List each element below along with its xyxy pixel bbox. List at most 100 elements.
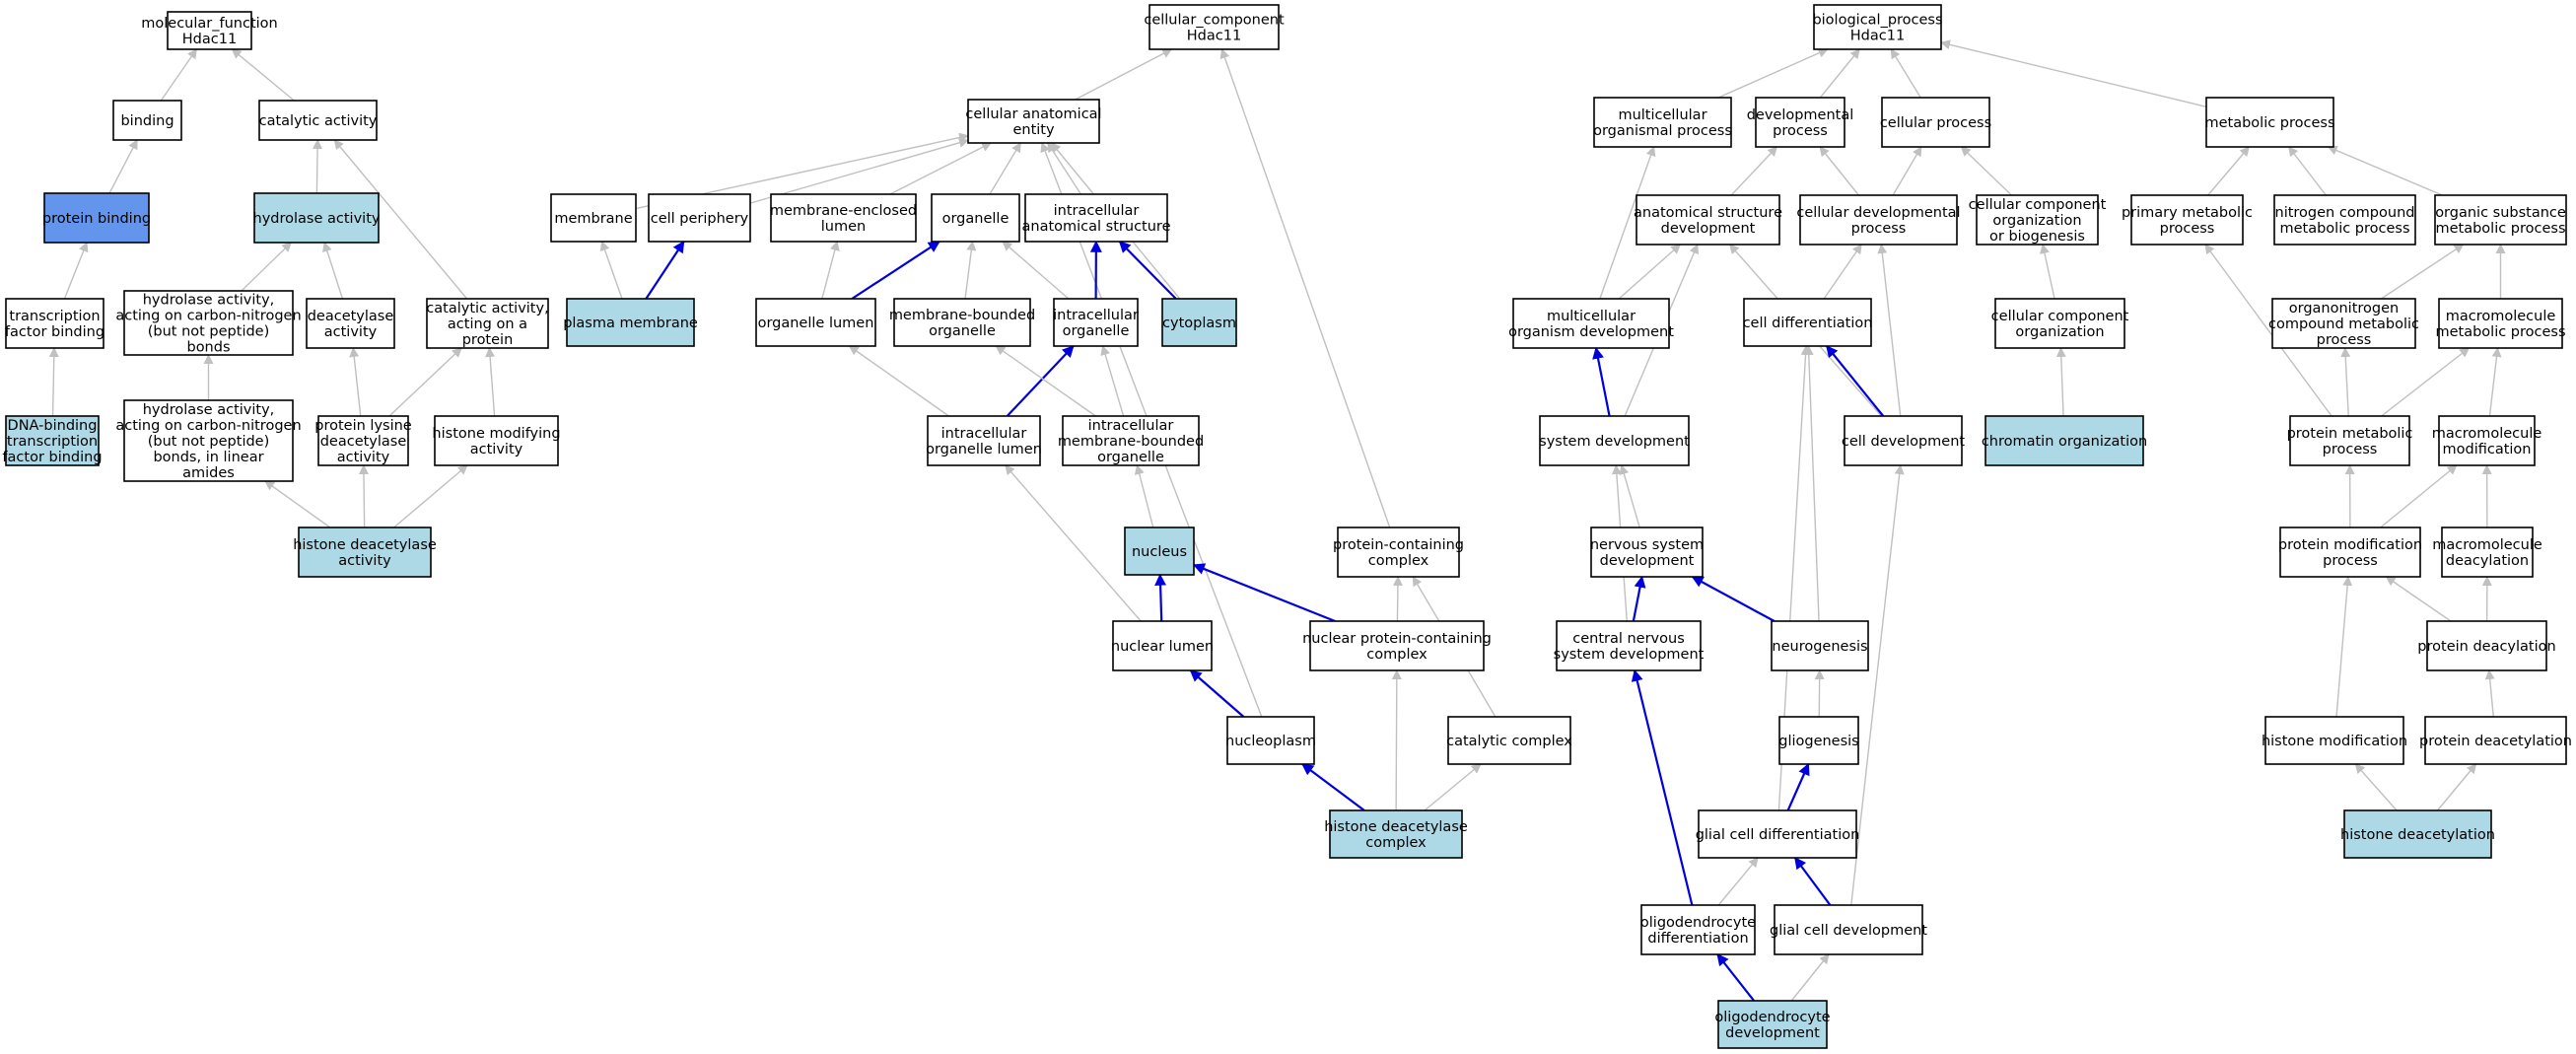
node-label-line: nucleoplasm xyxy=(1225,734,1316,749)
edge-oligodiff-to-glialdiff xyxy=(1717,857,1759,906)
node-label-line: nervous system xyxy=(1590,537,1704,553)
node-box xyxy=(1799,194,1958,246)
node-box xyxy=(1994,298,2125,349)
node-label-line: histone deacetylation xyxy=(2340,827,2495,843)
node-histdeacet[interactable]: histone deacetylation xyxy=(2340,809,2495,859)
node-cellproc[interactable]: cellular process xyxy=(1880,97,1991,148)
node-catalytic[interactable]: catalytic activity xyxy=(258,100,378,141)
node-label-line: membrane-bounded xyxy=(889,308,1035,323)
node-label-line: histone deacetylase xyxy=(1324,819,1468,835)
edge-orglumen-to-organelle xyxy=(851,241,940,300)
node-celldev[interactable]: cell development xyxy=(1842,415,1966,466)
edge-protdeacyl-to-protmod xyxy=(2385,576,2452,622)
node-histmod[interactable]: histone modification xyxy=(2262,716,2407,765)
node-hydrolin[interactable]: hydrolase activity,acting on carbon-nitr… xyxy=(115,399,302,482)
node-label-line: cellular component xyxy=(1969,197,2107,213)
node-box xyxy=(2343,809,2492,859)
node-glialdiff[interactable]: glial cell differentiation xyxy=(1696,809,1860,859)
node-binding[interactable]: binding xyxy=(112,100,182,141)
node-cytoplasm[interactable]: cytoplasm xyxy=(1161,298,1237,347)
edge-icorglumen-to-orglumen xyxy=(848,345,949,417)
node-label-line: protein modification xyxy=(2278,537,2422,553)
edge-tfbind-to-protbind xyxy=(63,242,89,300)
node-label-line: process xyxy=(2317,332,2372,348)
node-box xyxy=(893,298,1031,347)
node-label-line: protein-containing xyxy=(1333,537,1464,553)
node-chromorg[interactable]: chromatin organization xyxy=(1982,415,2147,466)
node-hydrocn[interactable]: hydrolase activity,acting on carbon-nitr… xyxy=(115,290,302,356)
edge-multidev-to-multiorg xyxy=(1599,146,1656,300)
node-cellper[interactable]: cell periphery xyxy=(648,193,751,243)
node-label-line: organelle xyxy=(942,211,1010,227)
node-label-line: complex xyxy=(1365,835,1427,851)
node-protdeacyl[interactable]: protein deacylation xyxy=(2417,620,2556,671)
node-metproc[interactable]: metabolic process xyxy=(2204,97,2335,148)
node-nucleoplasm[interactable]: nucleoplasm xyxy=(1225,716,1316,765)
node-catcomplex[interactable]: catalytic complex xyxy=(1446,716,1572,765)
edge-hydrolase-to-catalytic xyxy=(313,139,323,194)
node-label-line: development xyxy=(1600,553,1695,569)
node-hydrolase[interactable]: hydrolase activity xyxy=(253,192,381,244)
node-label-line: activity xyxy=(337,450,390,465)
node-protdeacet[interactable]: protein deacetylation xyxy=(2419,716,2572,765)
node-plasma[interactable]: plasma membrane xyxy=(563,298,698,347)
node-sysdev[interactable]: system development xyxy=(1539,415,1690,466)
node-orglumen[interactable]: organelle lumen xyxy=(755,298,876,347)
node-organelle[interactable]: organelle xyxy=(931,193,1020,243)
node-gliogenesis[interactable]: gliogenesis xyxy=(1778,716,1859,765)
node-glialdev[interactable]: glial cell development xyxy=(1770,904,1927,955)
node-protbind[interactable]: protein binding xyxy=(42,192,151,244)
node-box xyxy=(5,415,100,466)
node-neurogenesis[interactable]: neurogenesis xyxy=(1771,620,1869,671)
edge-nucprotcomplex-to-nucleus xyxy=(1192,563,1336,623)
edge-nitromet-to-metproc xyxy=(2288,146,2327,196)
node-nucleus[interactable]: nucleus xyxy=(1124,527,1195,576)
edge-multidev-to-anatdev xyxy=(1618,244,1682,300)
node-celldiff[interactable]: cell differentiation xyxy=(1743,298,1873,347)
node-membrane[interactable]: membrane xyxy=(550,193,637,243)
edge-plasma-to-cellper xyxy=(645,240,685,300)
node-label-line: compound metabolic xyxy=(2268,316,2419,332)
node-nuclumen[interactable]: nuclear lumen xyxy=(1111,620,1214,671)
